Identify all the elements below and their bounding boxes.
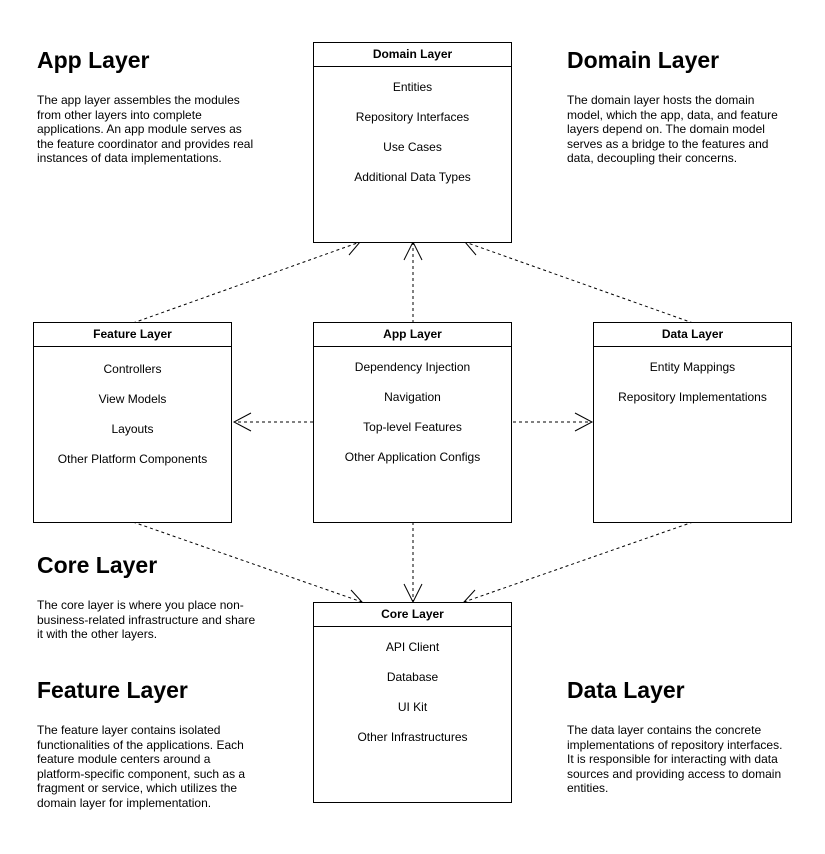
core-layer-description: The core layer is where you place non- b… xyxy=(37,598,267,642)
app-item: Dependency Injection xyxy=(354,360,471,374)
domain-item: Use Cases xyxy=(383,140,442,154)
app-layer-box: App Layer Dependency Injection Navigatio… xyxy=(313,322,512,523)
core-layer-heading: Core Layer xyxy=(37,552,158,578)
domain-item: Entities xyxy=(392,80,433,94)
description-line: It is responsible for interacting with d… xyxy=(567,752,778,767)
description-line: instances of data implementations. xyxy=(37,151,222,166)
description-line: fragment or service, which utilizes the xyxy=(37,781,238,796)
app-item: Other Application Configs xyxy=(344,450,481,464)
description-line: it with the other layers. xyxy=(37,627,158,642)
app-layer-box-title: App Layer xyxy=(314,323,511,347)
feature-layer-box-title: Feature Layer xyxy=(34,323,231,347)
feature-item: Other Platform Components xyxy=(57,452,208,466)
description-line: business-related infrastructure and shar… xyxy=(37,612,256,627)
feature-layer-description: The feature layer contains isolated func… xyxy=(37,723,267,811)
description-line: data, decoupling their concerns. xyxy=(567,151,738,166)
description-line: serves as a bridge to the features and xyxy=(567,136,769,151)
arrowhead-app-to-data xyxy=(574,412,594,432)
domain-layer-box: Domain Layer Entities Repository Interfa… xyxy=(313,42,512,243)
description-line: The domain layer hosts the domain xyxy=(567,93,755,107)
app-item: Navigation xyxy=(384,390,441,404)
description-line: the feature coordinator and provides rea… xyxy=(37,136,254,151)
description-line: The app layer assembles the modules xyxy=(37,93,240,107)
data-layer-box-title: Data Layer xyxy=(594,323,791,347)
arrow-data-to-domain xyxy=(464,241,694,324)
domain-layer-box-title: Domain Layer xyxy=(314,43,511,67)
data-layer-heading: Data Layer xyxy=(567,677,685,703)
core-item: Database xyxy=(386,670,439,684)
core-item: API Client xyxy=(385,640,440,654)
feature-item: Layouts xyxy=(111,422,154,436)
feature-layer-box: Feature Layer Controllers View Models La… xyxy=(33,322,232,523)
data-item: Repository Implementations xyxy=(618,390,767,404)
domain-layer-description: The domain layer hosts the domain model,… xyxy=(567,93,797,166)
core-layer-box: Core Layer API Client Database UI Kit Ot… xyxy=(313,602,512,803)
description-line: applications. An app module serves as xyxy=(37,122,242,137)
core-item: Other Infrastructures xyxy=(357,730,468,744)
arrowhead-app-to-core xyxy=(403,583,423,604)
data-item: Entity Mappings xyxy=(649,360,736,374)
domain-item: Repository Interfaces xyxy=(355,110,470,124)
arrow-data-to-core xyxy=(463,521,694,603)
data-layer-box: Data Layer Entity Mappings Repository Im… xyxy=(593,322,792,523)
app-layer-heading: App Layer xyxy=(37,47,150,73)
description-line: functionalities of the applications. Eac… xyxy=(37,737,244,752)
arrowhead-app-to-feature xyxy=(232,412,252,432)
core-layer-box-title: Core Layer xyxy=(314,603,511,627)
description-line: domain layer for implementation. xyxy=(37,795,212,810)
description-line: sources and providing access to domain xyxy=(567,766,782,781)
app-layer-description: The app layer assembles the modules from… xyxy=(37,93,267,166)
description-line: layers depend on. The domain model xyxy=(567,122,765,137)
core-item: UI Kit xyxy=(397,700,428,714)
description-line: The core layer is where you place non- xyxy=(37,598,244,612)
arrow-feature-to-domain xyxy=(132,241,361,324)
domain-item: Additional Data Types xyxy=(354,170,471,184)
app-item: Top-level Features xyxy=(363,420,462,434)
feature-item: Controllers xyxy=(103,362,162,376)
description-line: The data layer contains the concrete xyxy=(567,723,762,737)
arrow-feature-to-core xyxy=(132,521,363,603)
description-line: model, which the app, data, and feature xyxy=(567,107,778,122)
feature-layer-heading: Feature Layer xyxy=(37,677,188,703)
description-line: feature module centers around a xyxy=(37,752,211,767)
data-layer-description: The data layer contains the concrete imp… xyxy=(567,723,797,796)
description-line: from other layers into complete xyxy=(37,107,202,122)
description-line: platform-specific component, such as a xyxy=(37,766,246,781)
description-line: entities. xyxy=(567,781,609,796)
feature-item: View Models xyxy=(98,392,167,406)
description-line: The feature layer contains isolated xyxy=(37,723,221,737)
domain-layer-heading: Domain Layer xyxy=(567,47,720,73)
description-line: implementations of repository interfaces… xyxy=(567,737,783,752)
